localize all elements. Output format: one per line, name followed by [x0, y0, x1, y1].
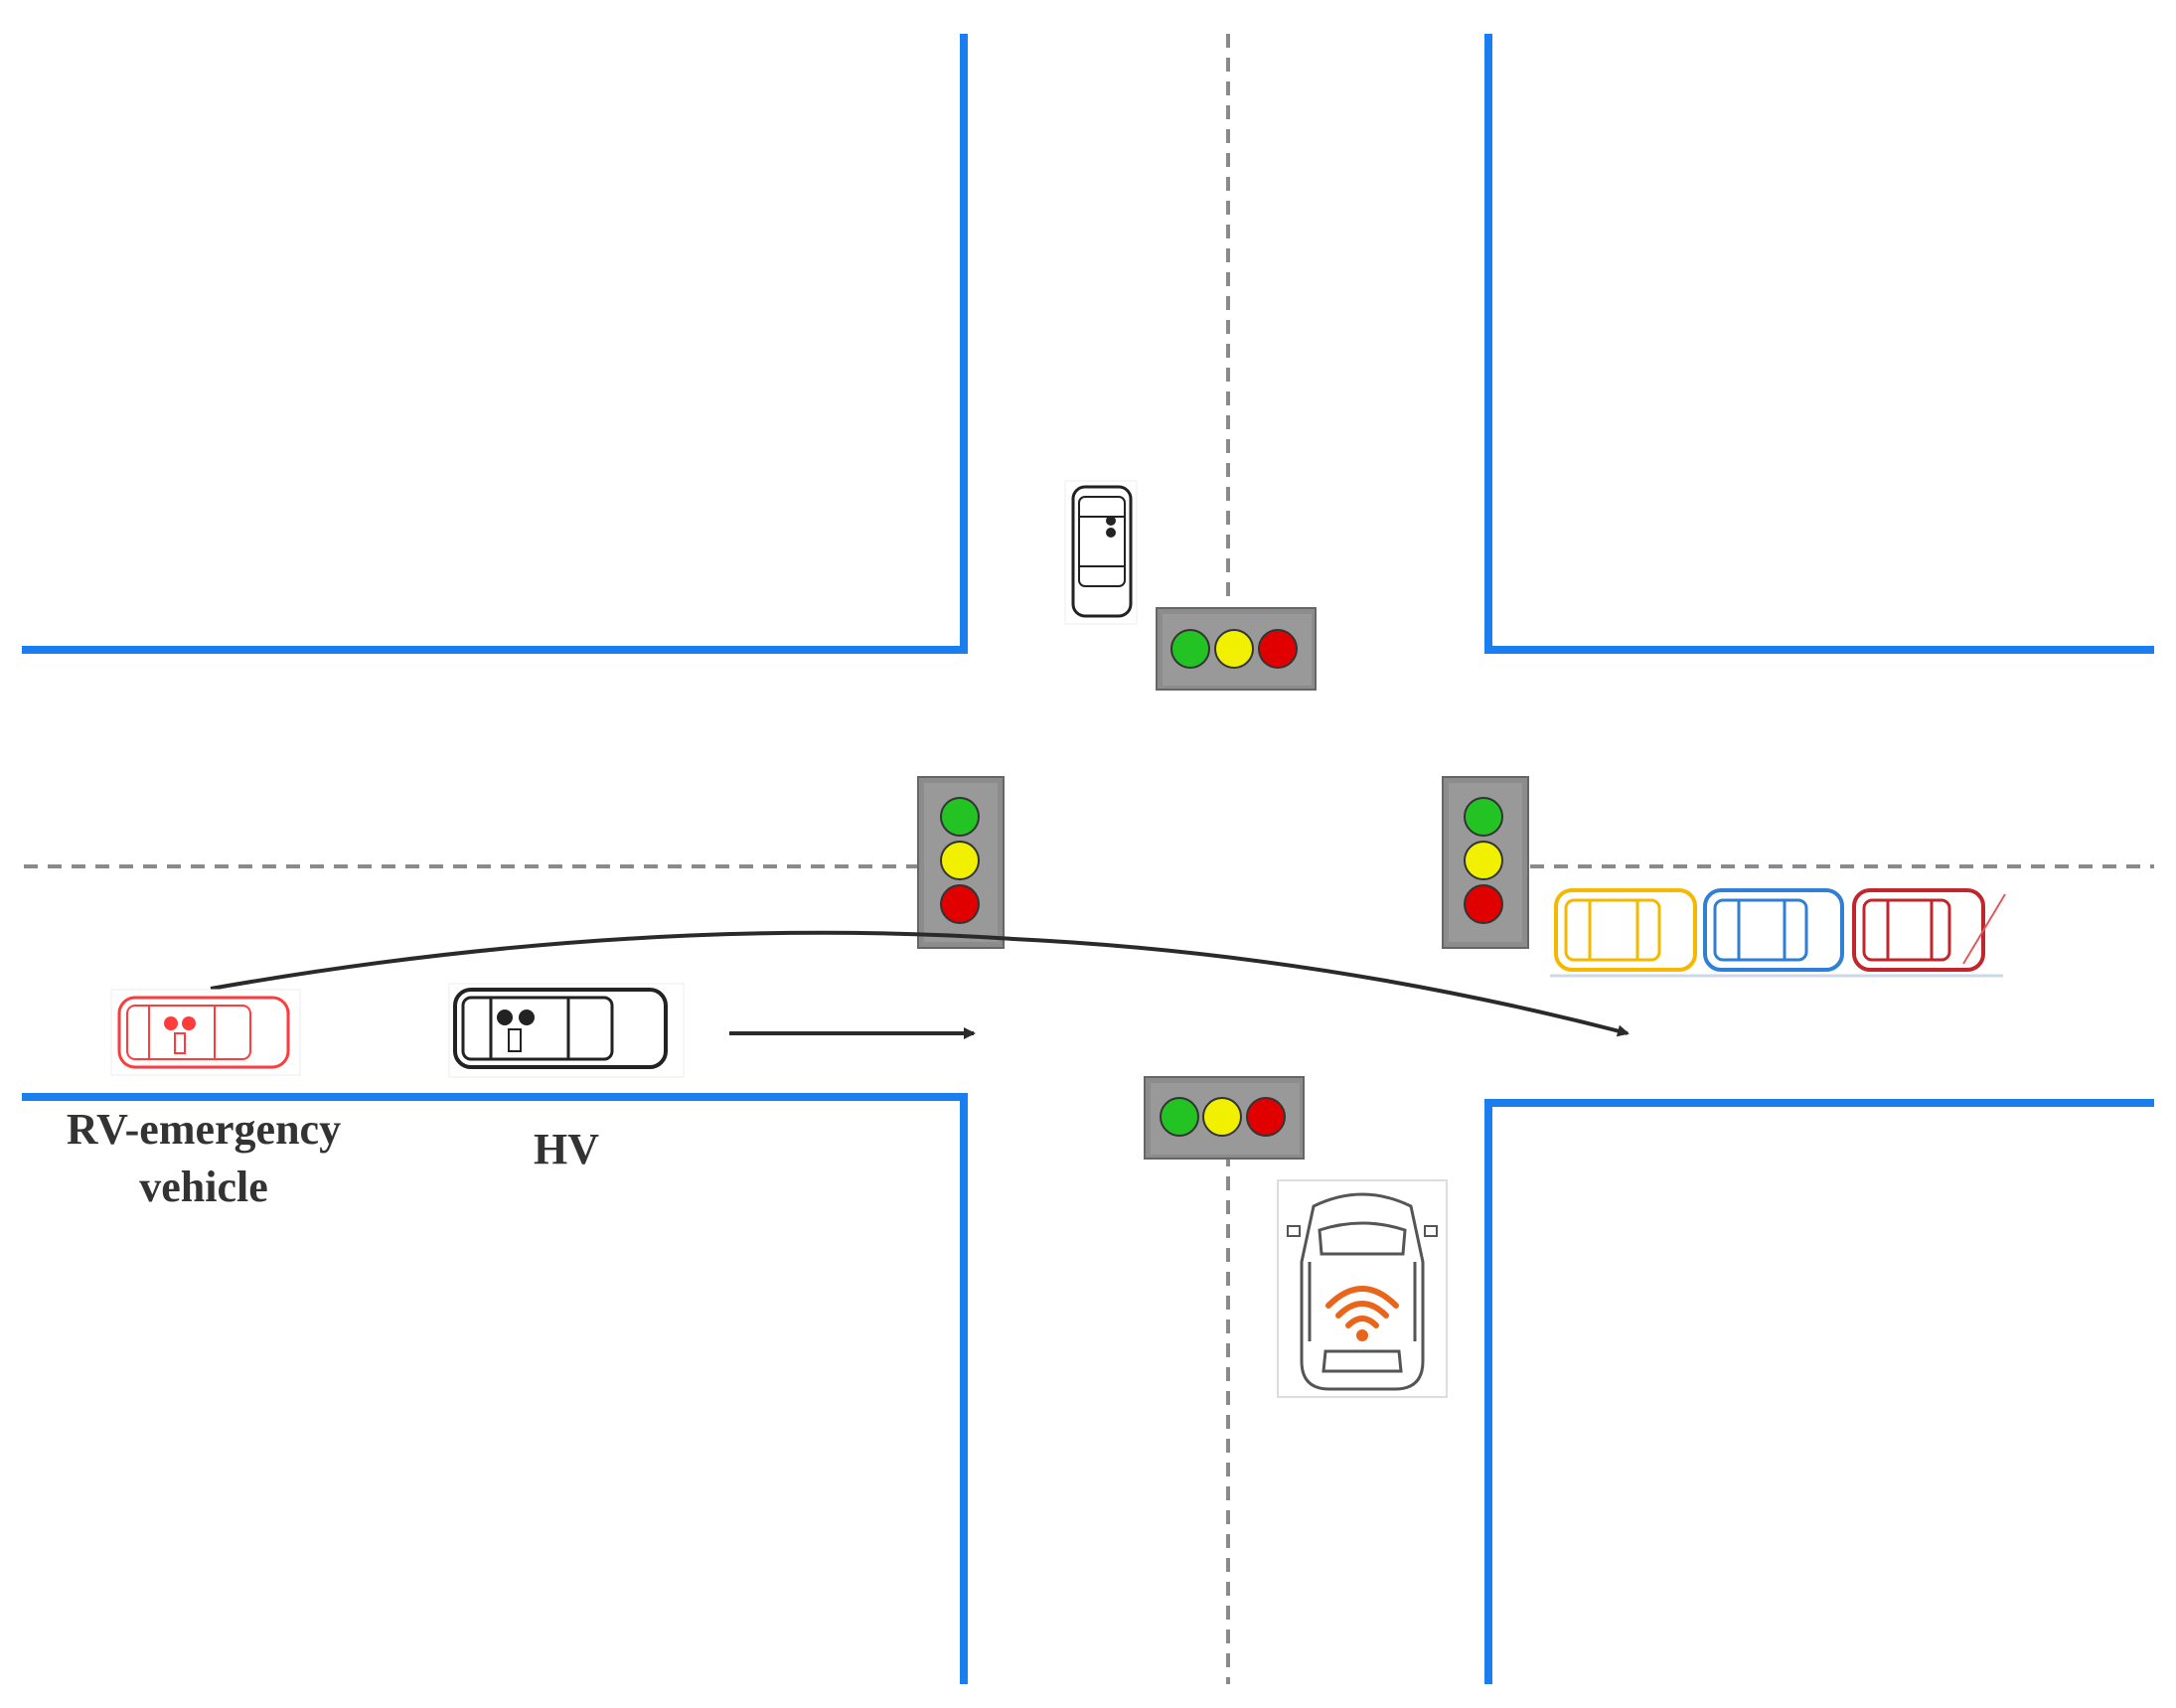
emergency-vehicle — [110, 989, 301, 1076]
siren-icon — [164, 1016, 178, 1030]
curb-bottom-left — [22, 1093, 968, 1684]
emergency-vehicle-label-line1: RV-emergency — [66, 1105, 342, 1154]
queued-car-blue — [1703, 888, 1844, 972]
north-approach-vehicle — [1064, 480, 1138, 625]
traffic-light-north — [1156, 607, 1317, 691]
connected-car-icon — [1277, 1179, 1448, 1398]
traffic-light-south — [1144, 1076, 1305, 1160]
curb-top-left — [22, 34, 968, 654]
curb-bottom-right — [1484, 1099, 2154, 1684]
signal-green — [940, 797, 980, 837]
queued-car-red — [1852, 888, 2006, 972]
signal-green — [1160, 1097, 1199, 1137]
emergency-vehicle-label: RV-emergency vehicle — [20, 1101, 388, 1216]
signal-yellow — [1202, 1097, 1242, 1137]
traffic-light-east — [1442, 776, 1529, 949]
host-vehicle-label: HV — [534, 1125, 599, 1173]
signal-red — [1464, 884, 1503, 924]
curb-top-right — [1484, 34, 2154, 654]
signal-red — [1258, 629, 1298, 669]
host-vehicle — [448, 983, 685, 1078]
signal-green — [1464, 797, 1503, 837]
queued-car-yellow — [1554, 888, 1697, 972]
signal-yellow — [940, 841, 980, 880]
signal-green — [1170, 629, 1210, 669]
signal-red — [940, 884, 980, 924]
signal-red — [1246, 1097, 1286, 1137]
road-curbs — [22, 34, 2154, 1684]
traffic-light-west — [917, 776, 1005, 949]
signal-yellow — [1464, 841, 1503, 880]
signal-yellow — [1214, 629, 1254, 669]
emergency-vehicle-label-line2: vehicle — [139, 1163, 268, 1211]
emergency-route-arrow — [210, 930, 1630, 1037]
lane-dividers — [24, 34, 2154, 1684]
wifi-icon — [1325, 1286, 1399, 1328]
